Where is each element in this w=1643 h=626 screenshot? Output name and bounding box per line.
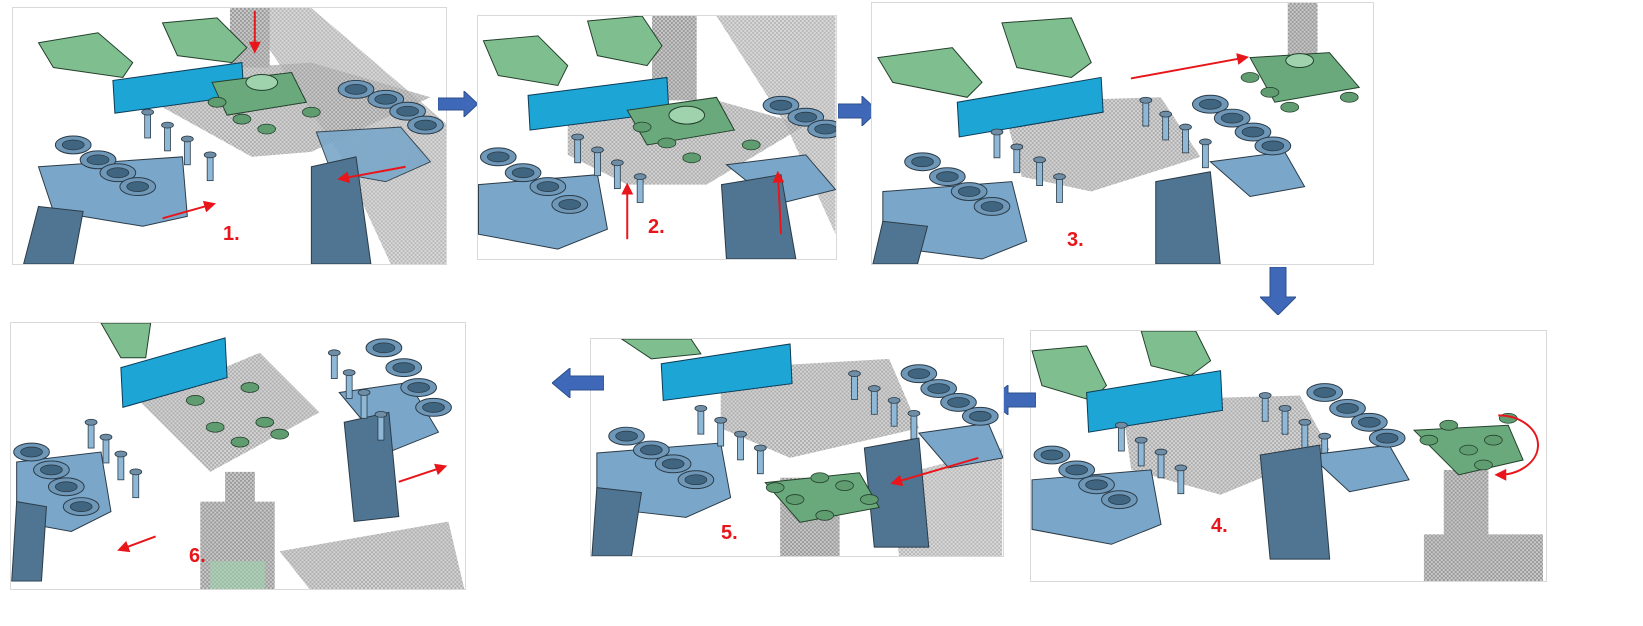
flow-arrow-right-2 bbox=[838, 96, 878, 126]
step-6-illustration bbox=[11, 323, 465, 589]
step-label-5: 5. bbox=[721, 522, 738, 544]
arrow-right-icon bbox=[838, 96, 878, 126]
arrow-right-icon bbox=[438, 91, 478, 117]
step-label-6: 6. bbox=[189, 545, 206, 567]
step-label-1: 1. bbox=[223, 223, 240, 245]
step-1-illustration bbox=[23, 8, 446, 264]
flow-arrow-right-1 bbox=[438, 91, 478, 117]
arrow-left-icon bbox=[552, 368, 604, 398]
step-2-illustration bbox=[478, 16, 836, 259]
step-label-3: 3. bbox=[1067, 229, 1084, 251]
step-panel-1: 1. bbox=[12, 7, 447, 265]
flow-arrow-left-2 bbox=[552, 368, 604, 398]
step-label-4: 4. bbox=[1211, 515, 1228, 537]
step-4-illustration bbox=[1031, 331, 1543, 581]
step-panel-4: 4. bbox=[1030, 330, 1547, 582]
step-label-2: 2. bbox=[648, 216, 665, 238]
step-panel-3: 3. bbox=[871, 2, 1374, 265]
step-panel-2: 2. bbox=[477, 15, 837, 260]
step-5-illustration bbox=[591, 339, 1003, 556]
step-panel-5: 5. bbox=[590, 338, 1004, 557]
step-panel-6: 6. bbox=[10, 322, 466, 590]
arrow-down-icon bbox=[1260, 267, 1296, 315]
step-3-illustration bbox=[872, 3, 1361, 264]
flow-arrow-down bbox=[1260, 267, 1296, 315]
